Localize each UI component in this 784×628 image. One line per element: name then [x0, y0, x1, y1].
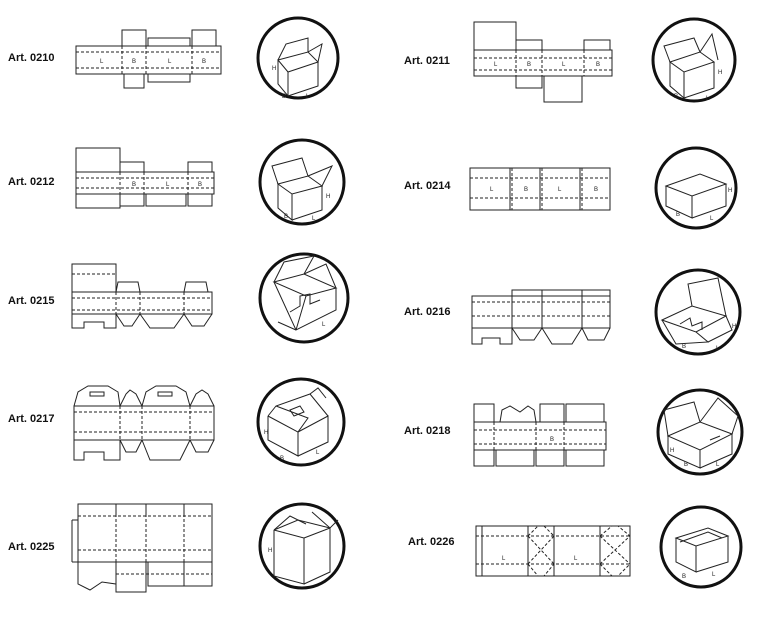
- box-3d-illustration: H B L: [256, 16, 340, 100]
- box-3d-illustration: B H L: [654, 268, 742, 356]
- box-3d-illustration: H B L: [654, 146, 738, 230]
- box-net-diagram: [71, 263, 213, 329]
- box-net-diagram: [471, 289, 611, 345]
- dim-letter-h: H: [268, 548, 272, 554]
- dim-letter-l: L: [716, 462, 720, 468]
- dim-letter-h: H: [670, 448, 674, 454]
- article-code: Art. 0217: [8, 413, 55, 425]
- dim-letter-b: B: [132, 182, 136, 188]
- dim-letter-l: L: [716, 346, 720, 352]
- dim-letter-l: L: [312, 216, 316, 222]
- dim-letter-b: B: [676, 212, 680, 218]
- dim-letter-b: B: [594, 187, 598, 193]
- article-code: Art. 0215: [8, 295, 55, 307]
- article-code: Art. 0226: [408, 536, 455, 548]
- dim-letter-h: H: [326, 194, 330, 200]
- dim-letter-b: B: [282, 94, 286, 100]
- article-code: Art. 0211: [404, 55, 450, 67]
- dim-letter-l: L: [490, 187, 494, 193]
- article-code: Art. 0216: [404, 306, 451, 318]
- dim-letter-l: L: [558, 187, 562, 193]
- box-net-diagram: B L B: [75, 147, 215, 209]
- box-net-diagram: L L: [475, 525, 631, 577]
- dim-letter-b: B: [280, 456, 284, 462]
- dim-letter-b: B: [596, 62, 600, 68]
- dim-letter-l: L: [322, 322, 326, 328]
- dim-letter-l: L: [710, 216, 714, 222]
- dim-letter-b: B: [550, 437, 554, 443]
- dim-letter-l: L: [562, 62, 566, 68]
- dim-letter-b: B: [284, 214, 288, 220]
- box-net-diagram: L B L B: [75, 29, 222, 89]
- article-code: Art. 0212: [8, 176, 55, 188]
- dim-letter-b: B: [202, 59, 206, 65]
- article-code: Art. 0225: [8, 541, 55, 553]
- box-net-diagram: [73, 385, 215, 461]
- box-3d-illustration: B L: [659, 505, 743, 589]
- dim-letter-b: B: [674, 94, 678, 100]
- box-net-diagram: B: [473, 403, 607, 467]
- box-3d-illustration: H B L: [651, 17, 737, 103]
- dim-letter-h: H: [732, 324, 736, 330]
- dim-letter-l: L: [706, 96, 710, 102]
- article-code: Art. 0214: [404, 180, 451, 192]
- dim-letter-h: H: [728, 188, 732, 194]
- dim-letter-b: B: [527, 62, 531, 68]
- box-3d-illustration: H B L: [258, 138, 346, 226]
- dim-letter-b: B: [682, 574, 686, 580]
- box-net-diagram: L B L B: [473, 21, 613, 103]
- dim-letter-l: L: [168, 59, 172, 65]
- dim-letter-b: B: [682, 344, 686, 350]
- box-3d-illustration: H B L: [256, 377, 346, 467]
- box-3d-illustration: H B L: [656, 388, 744, 476]
- dim-letter-l: L: [306, 94, 310, 100]
- dim-letter-b: B: [198, 182, 202, 188]
- dim-letter-l: L: [316, 450, 320, 456]
- box-3d-illustration: L: [258, 252, 350, 344]
- article-code: Art. 0210: [8, 52, 55, 64]
- dim-letter-l: L: [502, 556, 506, 562]
- dim-letter-l: L: [494, 62, 498, 68]
- article-code: Art. 0218: [404, 425, 451, 437]
- dim-letter-h: H: [264, 430, 268, 436]
- dim-letter-b: B: [684, 462, 688, 468]
- dim-letter-l: L: [166, 182, 170, 188]
- box-3d-illustration: H: [258, 502, 346, 590]
- dim-letter-l: L: [574, 556, 578, 562]
- dim-letter-b: B: [132, 59, 136, 65]
- dim-letter-l: L: [100, 59, 104, 65]
- box-net-diagram: [71, 503, 213, 593]
- dim-letter-h: H: [718, 70, 722, 76]
- dim-letter-l: L: [712, 572, 716, 578]
- box-net-diagram: L B L B: [469, 167, 611, 211]
- dim-letter-h: H: [272, 66, 276, 72]
- dim-letter-b: B: [524, 187, 528, 193]
